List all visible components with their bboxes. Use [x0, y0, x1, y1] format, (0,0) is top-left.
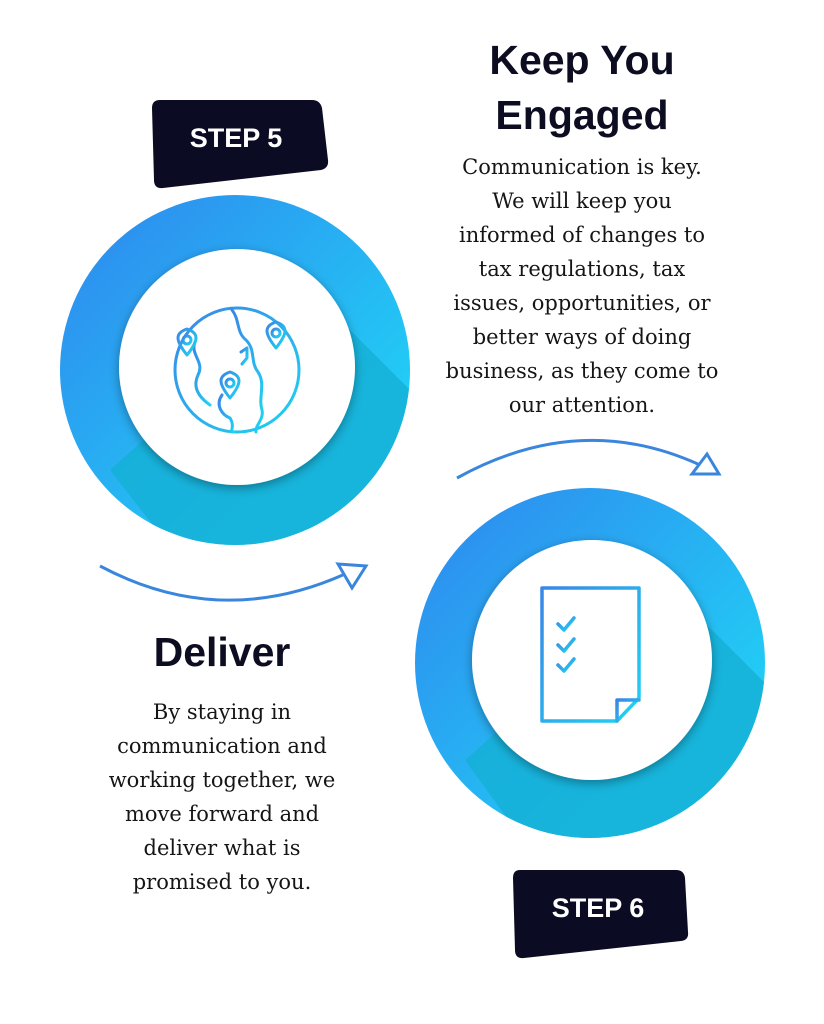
text-line: tax regulations, tax	[478, 257, 686, 281]
step6-badge-label: STEP 6	[551, 893, 645, 923]
text-line: our attention.	[508, 393, 656, 417]
step6-ring	[415, 488, 765, 838]
title-line: Keep You	[489, 37, 675, 83]
text-line: business, as they come to	[445, 359, 719, 383]
globe-location-pins-icon	[173, 306, 301, 434]
text-line: communication and	[117, 734, 327, 758]
step5-title: Keep You Engaged	[432, 33, 732, 143]
text-line: better ways of doing	[472, 325, 692, 349]
step6-description: By staying in communication and working …	[72, 695, 372, 899]
text-line: issues, opportunities, or	[453, 291, 711, 315]
checklist-document-icon	[540, 586, 641, 723]
text-line: We will keep you	[492, 189, 672, 213]
text-line: working together, we	[108, 768, 336, 792]
text-line: informed of changes to	[459, 223, 705, 247]
step5-badge-shape	[152, 100, 329, 189]
arrow-to-step6	[99, 562, 369, 602]
step5-ring	[60, 195, 410, 545]
arrow-to-step5-text	[456, 438, 722, 480]
step6-badge-shape	[513, 870, 689, 959]
step5-description: Communication is key. We will keep you i…	[422, 150, 742, 422]
text-line: Communication is key.	[462, 155, 702, 179]
text-line: By staying in	[152, 700, 292, 724]
text-line: promised to you.	[132, 870, 312, 894]
title-line: Engaged	[495, 92, 669, 138]
step6-title: Deliver	[153, 629, 291, 675]
step5-badge-label: STEP 5	[189, 123, 283, 153]
text-line: deliver what is	[143, 836, 301, 860]
text-line: move forward and	[124, 802, 320, 826]
